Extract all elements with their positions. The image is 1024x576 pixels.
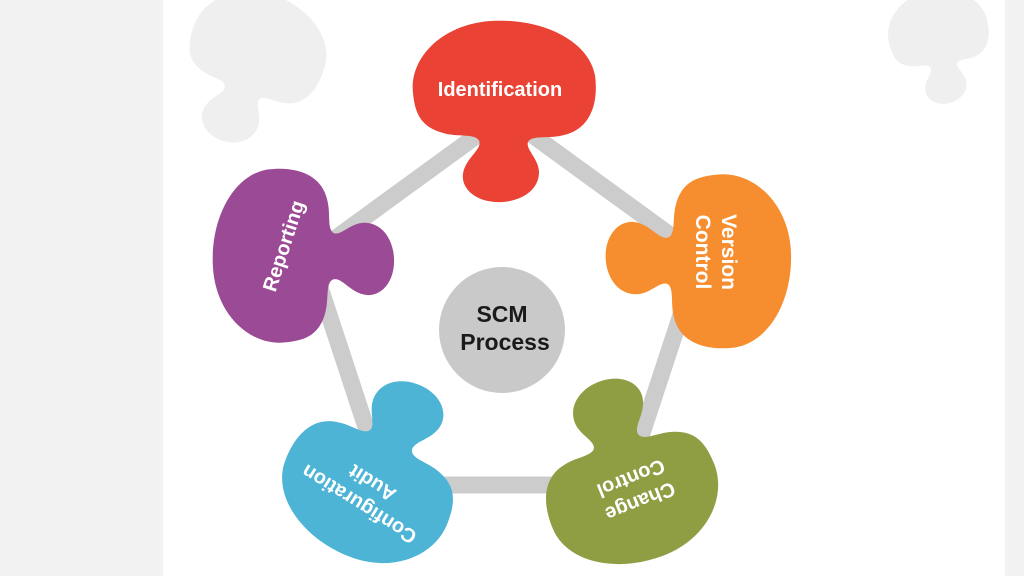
step-identification-label: Identification — [438, 79, 562, 101]
watermark-piece-left — [160, 0, 343, 166]
step-reporting[interactable]: Reporting — [212, 168, 395, 343]
step-configuration-audit[interactable]: Configuration Audit — [259, 346, 496, 576]
watermark-piece-right — [881, 0, 1001, 112]
step-change-control[interactable]: Change Control — [513, 355, 737, 576]
center-node: SCM Process — [439, 267, 565, 393]
center-label-1: SCM — [476, 301, 527, 327]
step-identification[interactable]: Identification — [412, 20, 596, 203]
step-version-control-label-2: Control — [691, 215, 714, 290]
step-version-control-label-1: Version — [717, 214, 740, 290]
step-version-control[interactable]: Version Control — [605, 174, 792, 349]
center-label-2: Process — [460, 329, 550, 355]
